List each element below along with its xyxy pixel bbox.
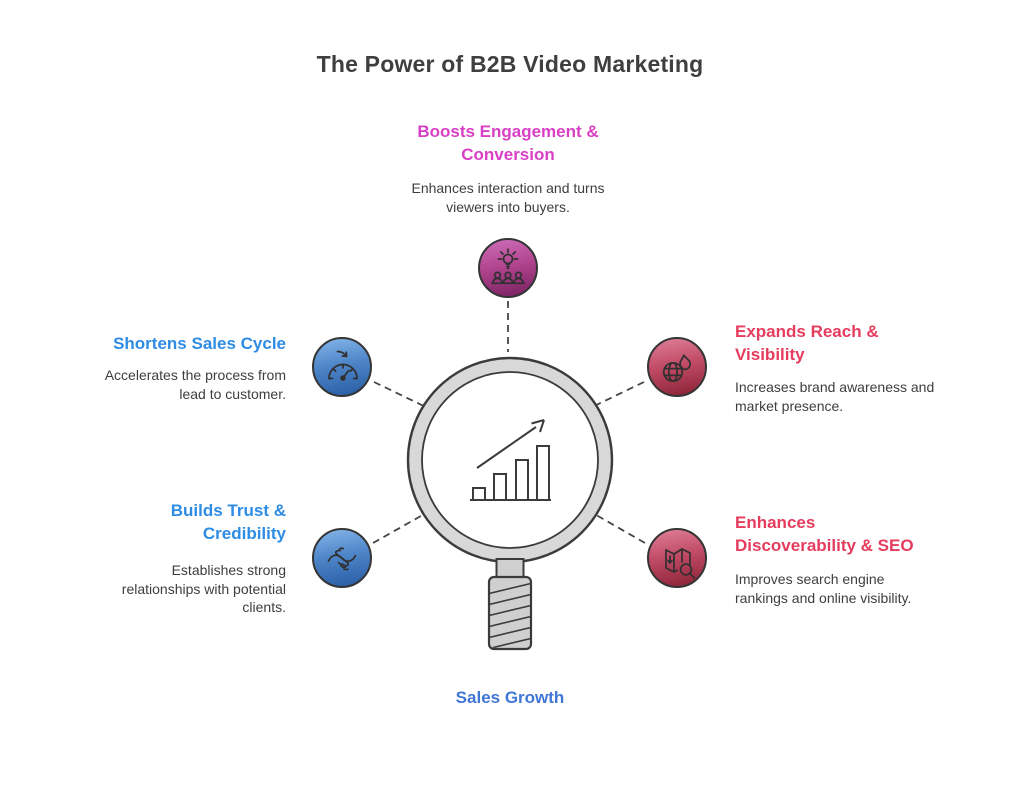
body-boosts-engagement: Enhances interaction and turns viewers i… — [411, 180, 605, 215]
team-idea-icon — [491, 248, 525, 285]
trend-arrow-head — [531, 419, 545, 433]
body-builds-trust: Establishes strong relationships with po… — [121, 562, 286, 615]
node-bubble-trust — [312, 528, 372, 588]
node-bubble-reach — [647, 337, 707, 397]
magnifier-neck — [495, 558, 525, 579]
heading-shortens-sales-cycle: Shortens Sales Cycle — [113, 334, 286, 353]
connector-left-bottom — [372, 511, 429, 544]
body-expands-reach: Increases brand awareness and market pre… — [735, 379, 935, 414]
map-search-icon — [665, 548, 696, 579]
heading-boosts-engagement: Boosts Engagement & Conversion — [417, 122, 599, 164]
globe-flame-icon — [662, 354, 692, 383]
speedometer-icon — [328, 350, 358, 381]
trend-arrow-line — [476, 426, 537, 469]
page-title: The Power of B2B Video Marketing — [316, 51, 704, 77]
node-bubble-sales-cycle — [312, 337, 372, 397]
magnifier-grip — [487, 575, 533, 651]
heading-builds-trust: Builds Trust & Credibility — [170, 501, 286, 543]
node-bubble-engagement — [478, 238, 538, 298]
connector-left-top — [373, 381, 431, 410]
body-shortens-sales-cycle: Accelerates the process from lead to cus… — [104, 367, 286, 402]
growth-bar-chart-icon — [470, 419, 551, 501]
heading-enhances-seo: Enhances Discoverability & SEO — [735, 513, 914, 555]
connector-right-top — [587, 381, 645, 410]
magnifier-lens — [421, 371, 599, 549]
connector-right-bottom — [590, 511, 646, 544]
sales-growth-caption: Sales Growth — [455, 688, 565, 707]
body-enhances-seo: Improves search engine rankings and onli… — [735, 571, 912, 606]
node-bubble-seo — [647, 528, 707, 588]
handshake-icon — [327, 547, 357, 571]
grip-ribs — [490, 582, 530, 648]
heading-expands-reach: Expands Reach & Visibility — [735, 322, 879, 364]
magnifier-growth-chart-icon — [406, 356, 614, 651]
